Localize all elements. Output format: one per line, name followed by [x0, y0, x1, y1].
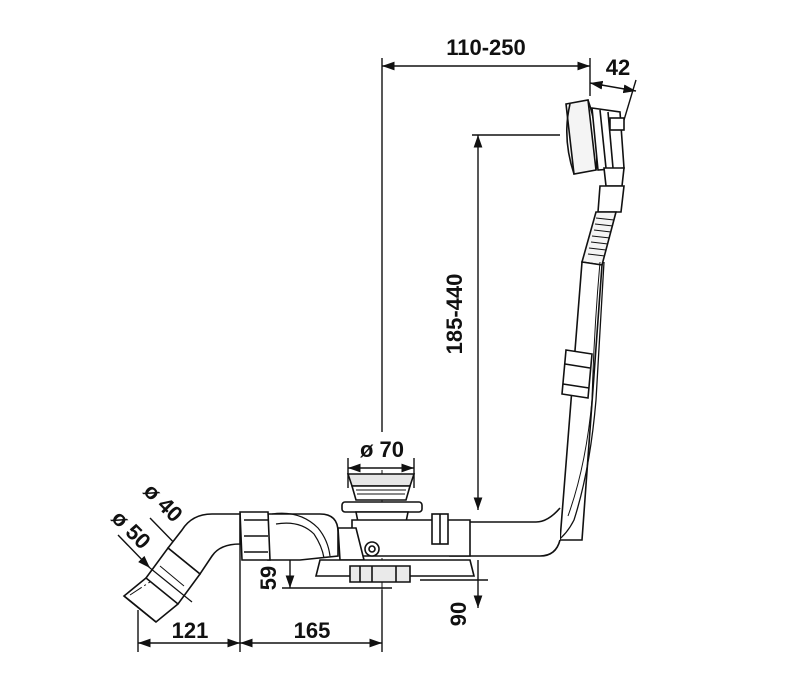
dim-leader-outlet-outer — [117, 534, 151, 569]
label-outlet-offset: 121 — [172, 618, 209, 643]
label-outlet-inner-diameter: ø 40 — [139, 478, 188, 527]
drain-body — [314, 473, 476, 583]
label-outlet-outer-diameter: ø 50 — [107, 505, 156, 554]
overflow-head — [565, 99, 625, 266]
label-waste-diameter: ø 70 — [360, 437, 404, 462]
dim-line-depth — [589, 80, 637, 94]
label-overflow-depth: 42 — [606, 55, 630, 80]
label-overflow-reach: 110-250 — [446, 35, 526, 60]
label-trap-height: 59 — [256, 566, 281, 590]
label-installation-height: 90 — [446, 602, 471, 626]
trap-and-outlet — [122, 511, 339, 624]
overflow-tube — [449, 261, 605, 557]
dimension-lines — [117, 58, 637, 652]
label-overflow-height: 185-440 — [442, 274, 467, 355]
label-trap-length: 165 — [294, 618, 331, 643]
